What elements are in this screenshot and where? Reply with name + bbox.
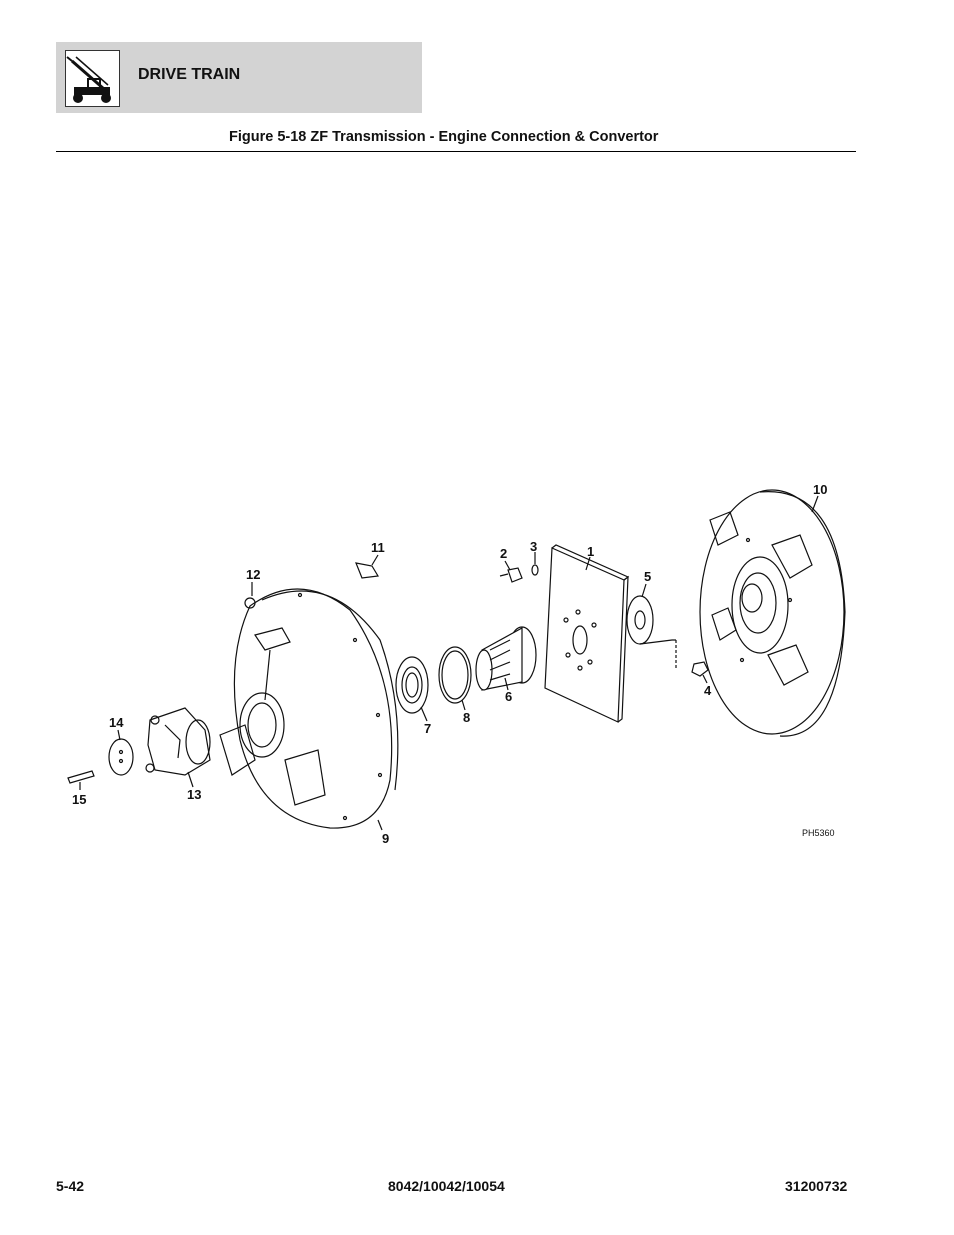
callout-15: 15 [72,792,86,807]
callout-4: 4 [704,683,712,698]
splined-hub-drawing [475,626,537,691]
bolt-4-drawing [691,661,709,677]
callout-11: 11 [371,540,385,555]
snap-ring-drawing [438,646,472,704]
figure-ref-code: PH5360 [802,828,835,838]
figure-title: Figure 5-18 ZF Transmission - Engine Con… [229,129,659,145]
bearing-drawing [395,656,429,714]
callout-5: 5 [644,569,651,584]
callout-1: 1 [587,544,594,559]
callout-13: 13 [187,787,201,802]
flex-plate-drawing [544,547,625,723]
callout-8: 8 [463,710,470,725]
bolt-15-drawing [67,770,95,784]
telehandler-icon [65,50,120,107]
section-header: DRIVE TRAIN [56,42,422,113]
callout-3: 3 [530,539,537,554]
callout-6: 6 [505,689,512,704]
page-number: 5-42 [56,1178,85,1194]
torque-converter-drawing [699,489,846,737]
washer-3-drawing [531,564,539,576]
yoke-drawing [145,707,211,776]
header-divider [56,151,856,152]
drive-ring-drawing [626,595,677,668]
callout-7: 7 [424,721,431,736]
callout-9: 9 [382,831,389,846]
cap-drawing [108,738,134,776]
callout-12: 12 [246,567,260,582]
model-numbers: 8042/10042/10054 [388,1178,505,1194]
callout-10: 10 [813,482,827,497]
section-title: DRIVE TRAIN [138,66,241,83]
callout-14: 14 [109,715,124,730]
bell-housing-drawing [219,562,399,829]
bolt-2-drawing [499,567,523,583]
manual-number: 31200732 [785,1178,848,1194]
callout-2: 2 [500,546,507,561]
